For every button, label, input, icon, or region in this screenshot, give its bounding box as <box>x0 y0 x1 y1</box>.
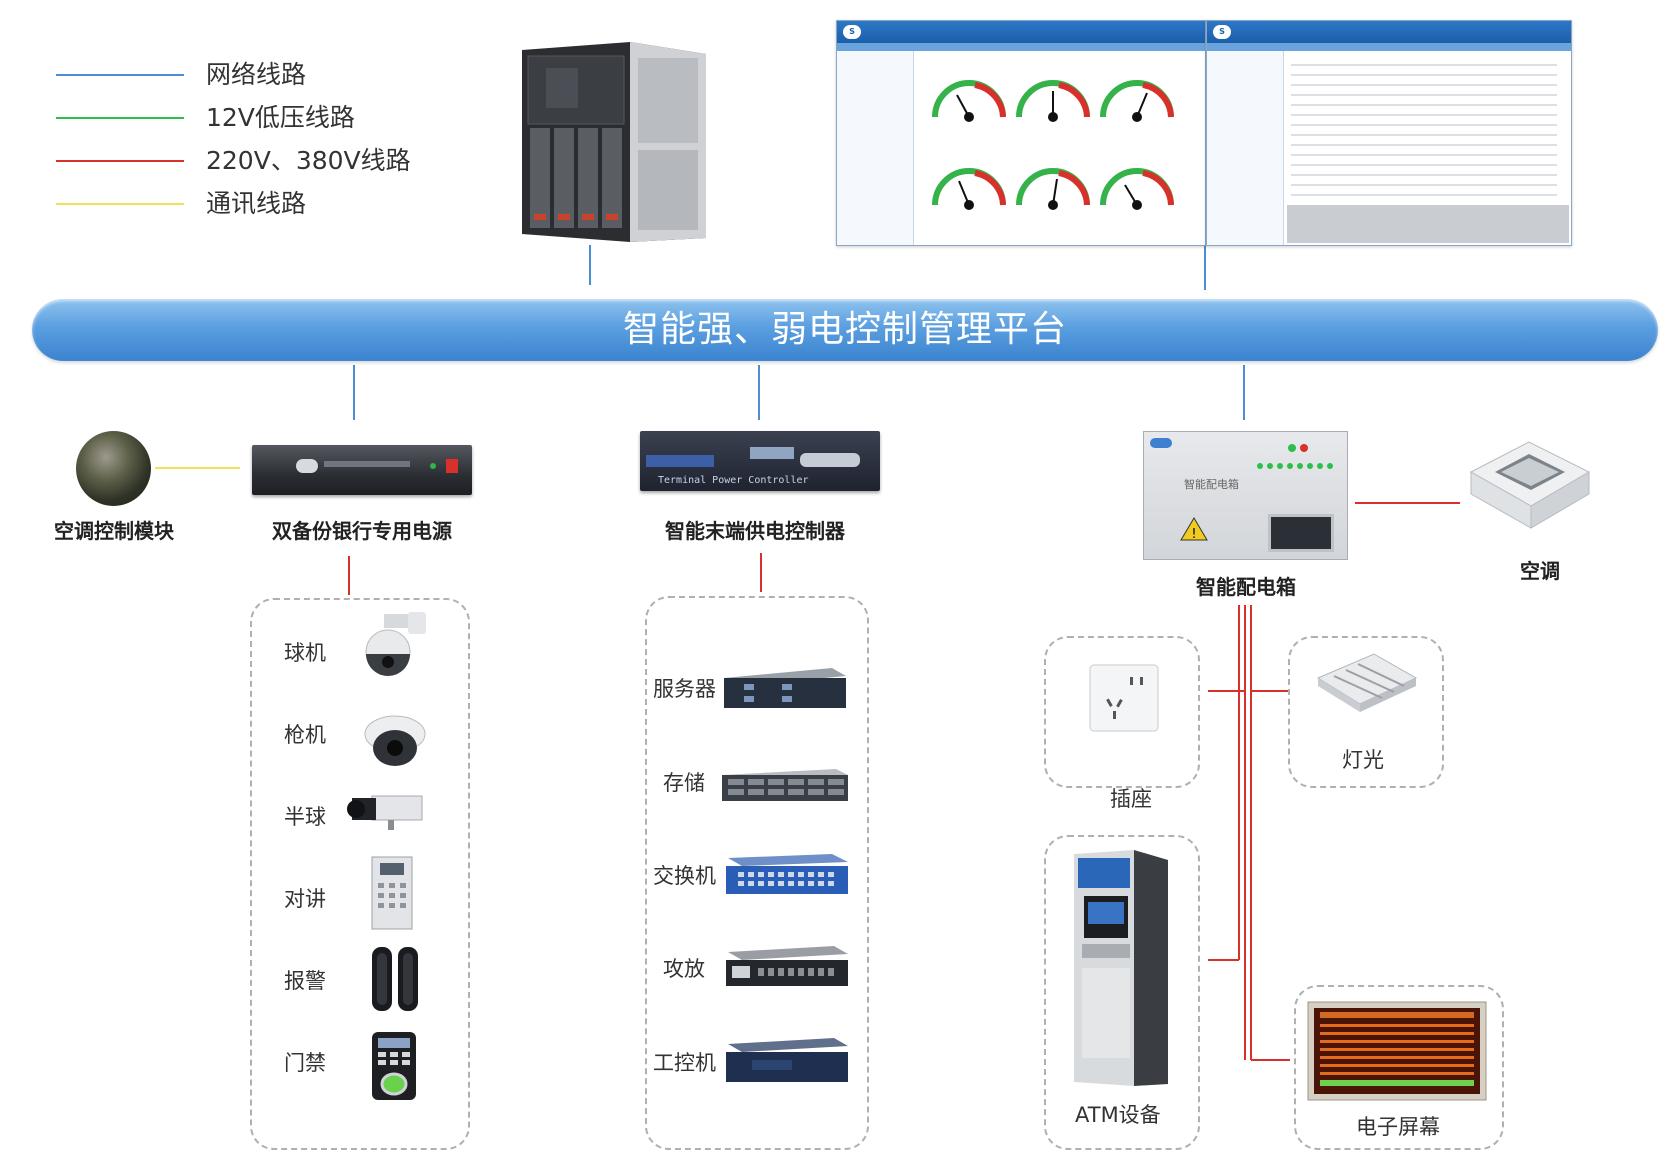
legend-item-low-voltage: 12V低压线路 <box>56 103 476 133</box>
monitoring-screen-gauges: S <box>836 20 1206 246</box>
server-icon <box>724 668 846 708</box>
controller-device-group <box>645 596 869 1150</box>
storage-icon <box>722 769 848 801</box>
legend-label: 12V低压线路 <box>206 103 355 132</box>
light-box <box>1288 636 1444 788</box>
distribution-box-icon: 智能配电箱 ! <box>1143 431 1348 560</box>
gauge-icon <box>1100 168 1174 210</box>
legend-label: 网络线路 <box>206 60 307 89</box>
access-control-icon <box>372 1032 416 1100</box>
led-screen-box <box>1294 985 1504 1150</box>
blade-server-icon <box>522 42 706 242</box>
switch-icon <box>726 854 848 894</box>
box-panel-text: 智能配电箱 <box>1184 478 1239 491</box>
ac-control-module-icon <box>76 431 151 506</box>
ups-device-icon <box>252 445 472 495</box>
access-control-label: 门禁 <box>284 1051 326 1075</box>
switch-label: 交换机 <box>653 864 716 888</box>
power-controller-icon: Terminal Power Controller <box>640 431 880 491</box>
led-screen-icon <box>1307 1001 1487 1101</box>
box-display <box>1268 514 1334 552</box>
gauge-icon <box>1016 80 1090 122</box>
legend-swatch <box>56 74 184 76</box>
atm-icon <box>1074 850 1168 1086</box>
monitoring-screen-table: S <box>1206 20 1572 246</box>
industrial-pc-label: 工控机 <box>653 1051 716 1075</box>
gauge-panel <box>932 80 1174 210</box>
platform-title: 智能强、弱电控制管理平台 <box>622 309 1067 350</box>
light-icon <box>1316 653 1418 712</box>
legend-item-power: 220V、380V线路 <box>56 146 476 176</box>
warning-icon: ! <box>1180 517 1208 542</box>
dome-camera-label: 球机 <box>284 641 326 665</box>
alarm-sensor-icon <box>372 947 418 1011</box>
ups-device-group <box>250 598 470 1150</box>
light-label: 灯光 <box>1342 748 1384 772</box>
legend-swatch <box>56 160 184 162</box>
atm-box <box>1044 835 1200 1150</box>
indicator-lights <box>1257 444 1333 469</box>
legend-item-comm: 通讯线路 <box>56 189 476 219</box>
box-camera-icon <box>347 795 423 830</box>
amplifier-label: 攻放 <box>663 957 705 981</box>
socket-label: 插座 <box>1110 787 1152 811</box>
amplifier-icon <box>726 946 848 986</box>
led-screen-label: 电子屏幕 <box>1356 1115 1440 1139</box>
svg-text:!: ! <box>1191 527 1196 542</box>
server-label: 服务器 <box>653 677 716 701</box>
industrial-pc-icon <box>726 1038 848 1082</box>
bullet-camera-icon <box>364 715 426 766</box>
box-camera-label: 半球 <box>284 805 326 829</box>
atm-label: ATM设备 <box>1075 1103 1161 1127</box>
gauge-icon <box>932 168 1006 210</box>
air-conditioner-icon <box>1469 441 1591 529</box>
air-conditioner-label: 空调 <box>1520 559 1560 583</box>
legend-label: 通讯线路 <box>206 189 307 218</box>
distribution-box-label: 智能配电箱 <box>1196 575 1296 599</box>
intercom-label: 对讲 <box>284 887 326 911</box>
controller-panel-text: Terminal Power Controller <box>658 475 809 486</box>
legend-item-network: 网络线路 <box>56 60 476 90</box>
alarm-label: 报警 <box>284 969 326 993</box>
legend-swatch <box>56 117 184 119</box>
legend-label: 220V、380V线路 <box>206 146 411 175</box>
socket-icon <box>1089 664 1159 732</box>
ups-label: 双备份银行专用电源 <box>272 519 452 543</box>
gauge-icon <box>1100 80 1174 122</box>
legend-swatch <box>56 203 184 205</box>
gauge-icon <box>932 80 1006 122</box>
logo-icon: S <box>1213 25 1231 39</box>
storage-label: 存储 <box>663 771 705 795</box>
data-table-preview <box>1287 64 1569 243</box>
logo-icon: S <box>843 25 861 39</box>
intercom-icon <box>371 856 413 930</box>
dome-camera-icon <box>365 612 426 676</box>
ac-module-label: 空调控制模块 <box>54 519 174 543</box>
bullet-camera-label: 枪机 <box>284 723 326 747</box>
controller-label: 智能末端供电控制器 <box>665 519 845 543</box>
platform-bar: 智能强、弱电控制管理平台 <box>32 299 1658 361</box>
socket-box <box>1044 636 1200 788</box>
gauge-icon <box>1016 168 1090 210</box>
